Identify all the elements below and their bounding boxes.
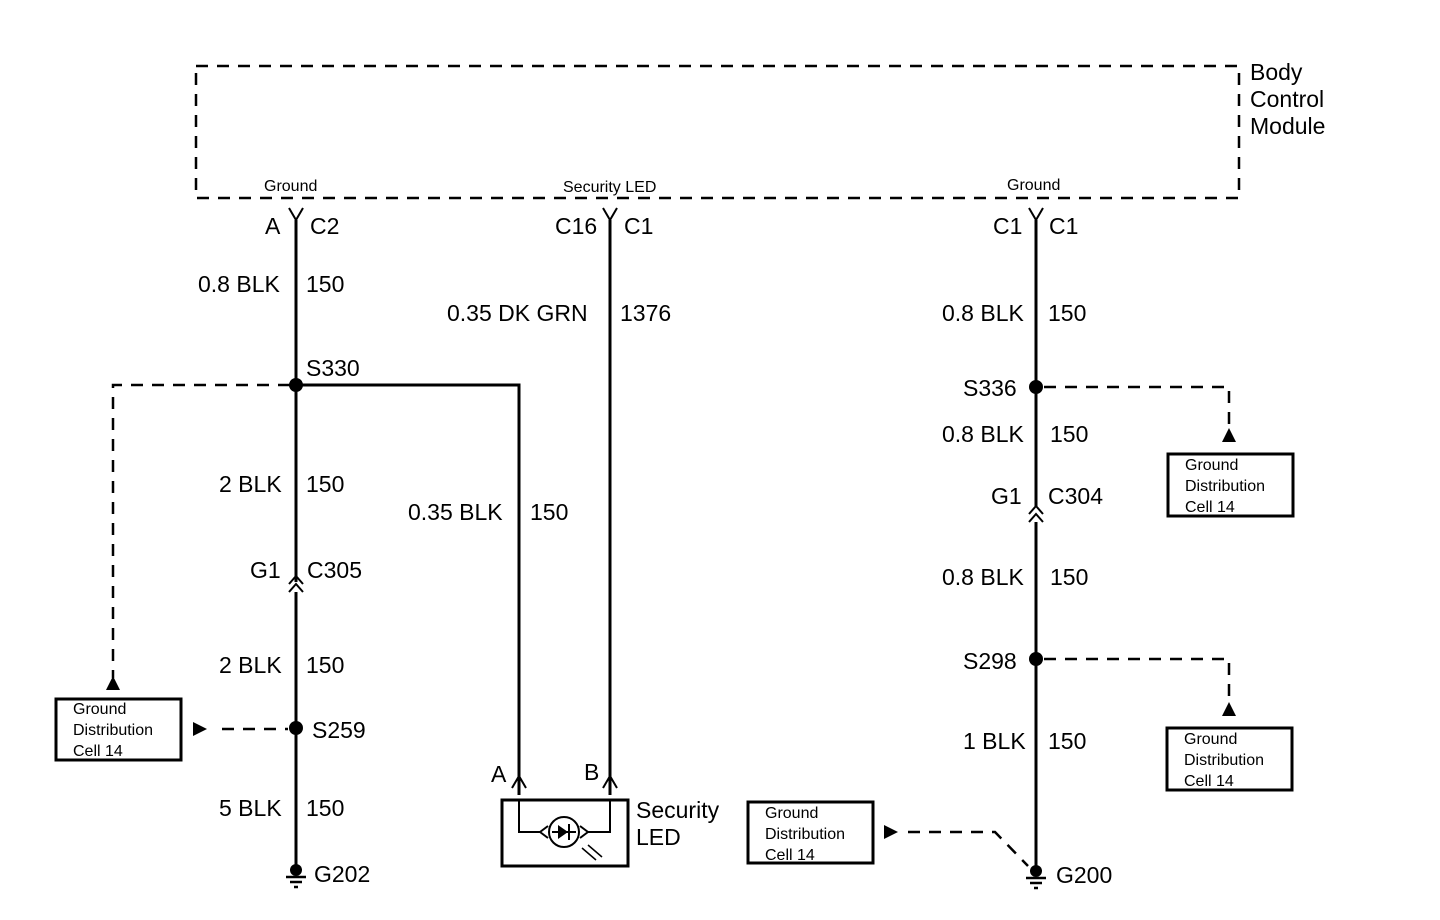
ground-dist-left-line3: Cell 14 [73, 743, 123, 760]
splice-s259-label: S259 [312, 717, 366, 743]
wire-left-4-circuit: 150 [306, 795, 344, 821]
wire-center-1-circuit: 1376 [620, 300, 671, 326]
dashed-s330-to-ground-dist [111, 383, 290, 678]
c305-connector-symbol [288, 574, 304, 593]
wire-right-3-gauge: 0.8 BLK [942, 564, 1024, 590]
wire-right-1-circuit: 150 [1048, 300, 1086, 326]
center-top-connector-symbol [602, 207, 618, 222]
ground-dist-left-line1: Ground [73, 701, 126, 718]
led-internal-wire-a [518, 800, 540, 833]
module-label-line1: Body [1250, 59, 1303, 85]
ground-dist-right1-line2: Distribution [1185, 478, 1265, 495]
connector-c304-a: G1 [991, 483, 1022, 509]
connector-c304-b: C304 [1048, 483, 1103, 509]
splice-s336-label: S336 [963, 375, 1017, 401]
ground-dist-bottom-line2: Distribution [765, 826, 845, 843]
arrow-right-bottom-ground-dist [884, 825, 898, 839]
connector-c305-b: C305 [307, 557, 362, 583]
wire-right-2-gauge: 0.8 BLK [942, 421, 1024, 447]
dashed-ground-dist-to-g200 [908, 830, 1029, 867]
dashed-s336-to-ground-dist [1044, 385, 1231, 428]
body-control-module-box [194, 64, 1241, 200]
connector-c305-a: G1 [250, 557, 281, 583]
wire-center-2-circuit: 150 [530, 499, 568, 525]
wire-left-2-circuit: 150 [306, 471, 344, 497]
wire-s330-to-led-a [296, 383, 521, 795]
ground-dist-right2-line3: Cell 14 [1184, 773, 1234, 790]
connector-left-top-b: C2 [310, 213, 339, 239]
wire-left-1-gauge: 0.8 BLK [198, 271, 280, 297]
wire-right-4-circuit: 150 [1048, 728, 1086, 754]
led-pin-a-label: A [491, 761, 507, 787]
arrow-right-left-ground-dist [193, 722, 207, 736]
connector-left-top-a: A [265, 213, 281, 239]
left-top-connector-symbol [288, 207, 304, 222]
ground-g200-icon [1026, 865, 1046, 890]
dashed-s298-to-ground-dist [1044, 657, 1231, 703]
module-label-line3: Module [1250, 113, 1325, 139]
ground-g200-label: G200 [1056, 862, 1112, 888]
connector-right-top-b: C1 [1049, 213, 1078, 239]
wire-center-2-gauge: 0.35 BLK [408, 499, 503, 525]
wire-left-3-circuit: 150 [306, 652, 344, 678]
wire-right-3-circuit: 150 [1050, 564, 1088, 590]
security-led-label-line1: Security [636, 797, 720, 823]
ground-dist-right2-line2: Distribution [1184, 752, 1264, 769]
led-pin-b-label: B [584, 759, 599, 785]
security-led-label-line2: LED [636, 824, 681, 850]
wire-left-2-gauge: 2 BLK [219, 471, 282, 497]
ground-dist-bottom-line1: Ground [765, 805, 818, 822]
wire-right-1-gauge: 0.8 BLK [942, 300, 1024, 326]
ground-dist-right1-line1: Ground [1185, 457, 1238, 474]
ground-dist-box-bottom[interactable] [746, 800, 875, 865]
wire-left-4-gauge: 5 BLK [219, 795, 282, 821]
ground-dist-bottom-line3: Cell 14 [765, 847, 815, 864]
splice-s298-label: S298 [963, 648, 1017, 674]
arrow-up-right-ground-dist-2 [1222, 702, 1236, 716]
arrow-up-right-ground-dist-1 [1222, 428, 1236, 442]
pin-label-right-ground: Ground [1007, 177, 1060, 194]
connector-right-top-a: C1 [993, 213, 1022, 239]
led-pin-a-arrow [511, 774, 527, 789]
pin-label-security-led: Security LED [563, 179, 656, 196]
connector-center-top-b: C1 [624, 213, 653, 239]
pin-label-left-ground: Ground [264, 178, 317, 195]
wire-left-1-circuit: 150 [306, 271, 344, 297]
ground-dist-box-left[interactable] [54, 697, 183, 762]
arrow-up-left-ground-dist [106, 676, 120, 690]
splice-s330-label: S330 [306, 355, 360, 381]
connector-center-top-a: C16 [555, 213, 597, 239]
ground-g202-icon [286, 864, 306, 889]
ground-dist-right2-line1: Ground [1184, 731, 1237, 748]
wire-right-2-circuit: 150 [1050, 421, 1088, 447]
ground-g202-label: G202 [314, 861, 370, 887]
right-top-connector-symbol [1028, 207, 1044, 222]
module-label-line2: Control [1250, 86, 1324, 112]
ground-dist-left-line2: Distribution [73, 722, 153, 739]
wire-right-4-gauge: 1 BLK [963, 728, 1026, 754]
c304-connector-symbol [1028, 504, 1044, 523]
ground-dist-box-right-2[interactable] [1165, 726, 1294, 792]
ground-dist-box-right-1[interactable] [1166, 452, 1295, 518]
led-internal-wire-b [588, 800, 611, 833]
wire-center-1-gauge: 0.35 DK GRN [447, 300, 588, 326]
led-diode-icon [539, 816, 603, 861]
ground-dist-right1-line3: Cell 14 [1185, 499, 1235, 516]
wire-left-3-gauge: 2 BLK [219, 652, 282, 678]
led-pin-b-arrow [602, 774, 618, 789]
